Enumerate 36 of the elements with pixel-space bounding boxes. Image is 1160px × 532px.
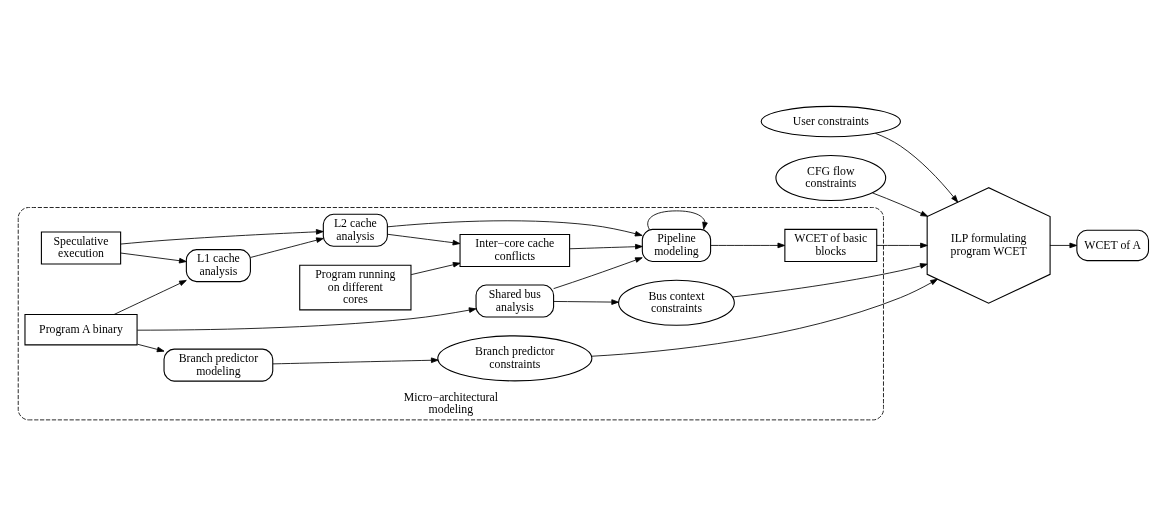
node-ellipse: Bus context constraints bbox=[618, 279, 735, 326]
arrow bbox=[120, 252, 187, 263]
node-box: L1 cache analysis bbox=[185, 248, 251, 282]
arrow bbox=[1049, 242, 1078, 248]
node-box: Shared bus analysis bbox=[475, 284, 555, 318]
arrow bbox=[250, 236, 324, 258]
arrow bbox=[387, 219, 643, 236]
node-ellipse: CFG flow constraints bbox=[775, 154, 887, 201]
node-ellipse: User constraints bbox=[760, 105, 901, 137]
arrow bbox=[120, 228, 324, 244]
arrow bbox=[113, 279, 187, 315]
node-box: L2 cache analysis bbox=[322, 213, 388, 247]
arrow bbox=[872, 192, 929, 217]
arrow bbox=[875, 132, 959, 203]
arrow bbox=[272, 356, 439, 364]
node-box: Program running on different cores bbox=[299, 264, 412, 310]
arrow bbox=[136, 306, 477, 331]
arrow bbox=[569, 243, 643, 249]
node-box: WCET of basic blocks bbox=[784, 228, 878, 262]
node-box: Inter−core cache conflicts bbox=[459, 233, 571, 267]
arrow bbox=[410, 261, 461, 275]
node-box: Speculative execution bbox=[40, 230, 122, 265]
arrow bbox=[647, 209, 708, 229]
arrow bbox=[710, 242, 786, 248]
node-box: Pipeline modeling bbox=[641, 228, 712, 262]
node-ellipse: Branch predictor constraints bbox=[437, 334, 593, 381]
node-box: Branch predictor modeling bbox=[163, 348, 274, 382]
arrow bbox=[591, 278, 938, 357]
arrow bbox=[387, 233, 461, 245]
node-box: WCET of A bbox=[1076, 229, 1150, 261]
arrow bbox=[732, 262, 928, 297]
arrow bbox=[553, 256, 643, 289]
arrow bbox=[553, 298, 619, 305]
arrow bbox=[137, 343, 165, 352]
arrow bbox=[876, 242, 928, 248]
node-box: Program A binary bbox=[24, 313, 138, 345]
